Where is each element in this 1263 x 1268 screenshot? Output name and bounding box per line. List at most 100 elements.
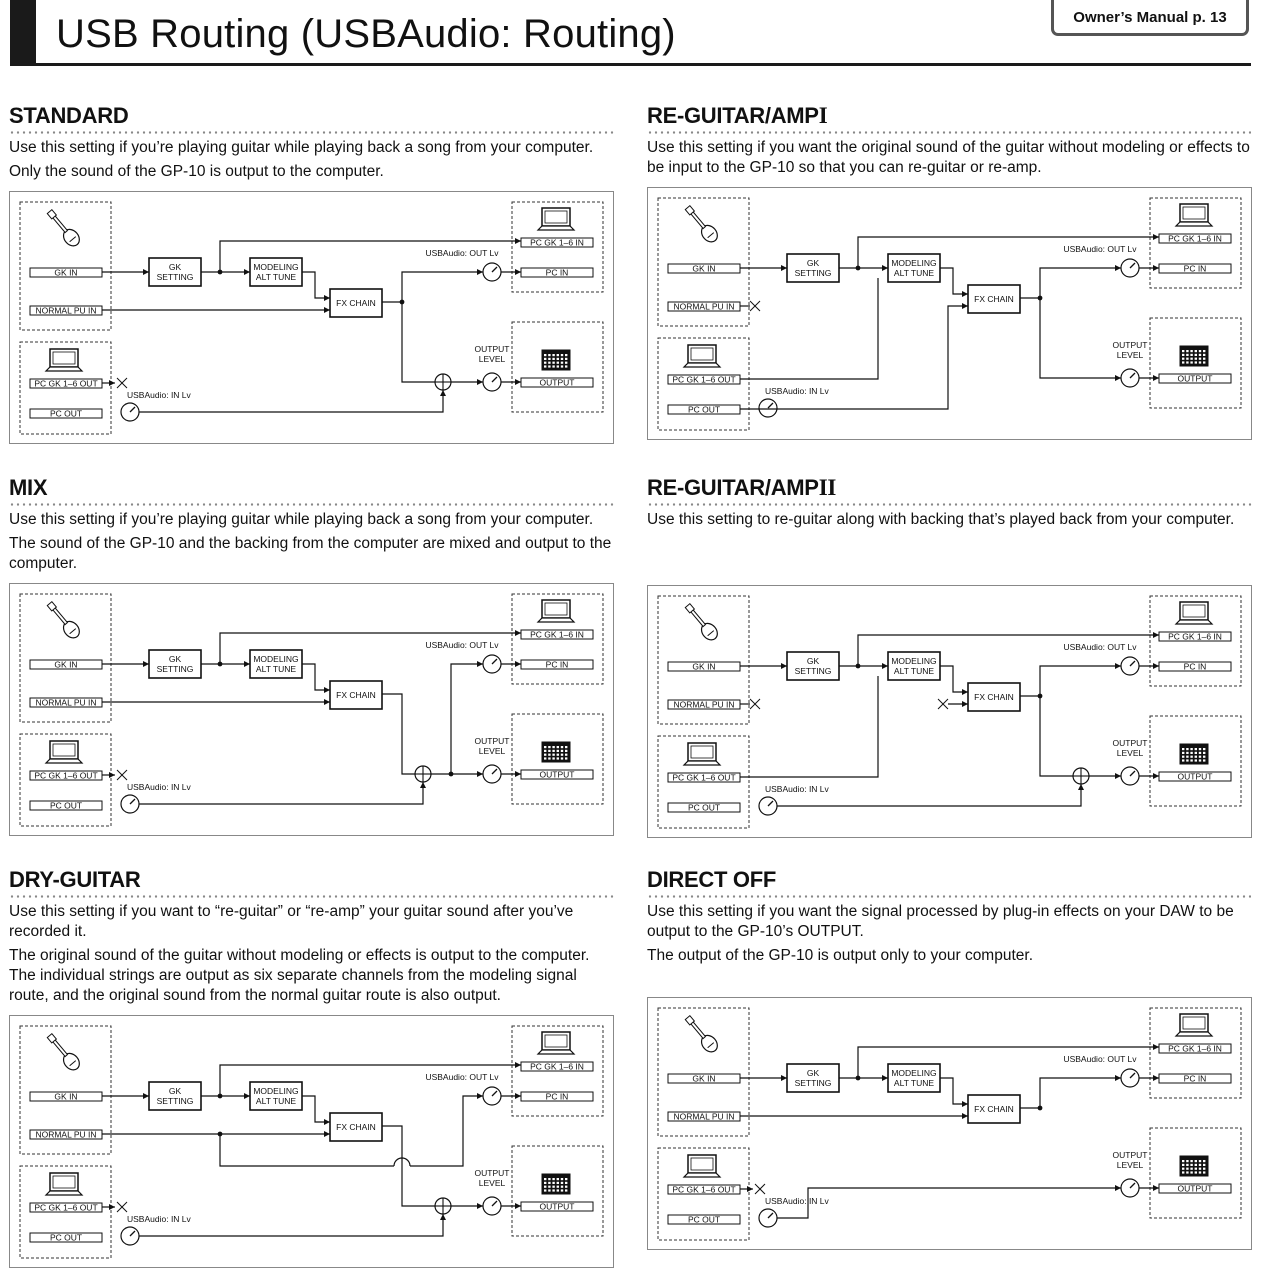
amp-output-frame bbox=[1149, 1127, 1242, 1219]
amp-output-frame bbox=[1149, 317, 1242, 409]
signal-line bbox=[382, 269, 483, 303]
dotted-rule bbox=[647, 131, 1251, 134]
laptop-icon bbox=[682, 1154, 722, 1178]
pc-in-jack-label: PC IN bbox=[546, 660, 569, 670]
computer-input-frame bbox=[657, 337, 750, 431]
signal-line bbox=[1020, 265, 1121, 299]
mixer-plus-icon bbox=[414, 765, 432, 783]
laptop-icon bbox=[1174, 601, 1214, 625]
signal-line bbox=[1020, 1075, 1121, 1109]
usb-out-lv-label: USBAudio: OUT Lv bbox=[425, 1072, 499, 1082]
signal-line bbox=[302, 271, 330, 301]
computer-output-frame bbox=[511, 201, 604, 293]
pc-in-jack-label: PC IN bbox=[546, 1092, 569, 1102]
fx-chain-block bbox=[329, 288, 383, 318]
signal-line bbox=[1020, 663, 1121, 697]
output-level-label: LEVEL bbox=[1117, 350, 1144, 360]
junction-dot bbox=[217, 1093, 223, 1099]
gk-in-jack-label: GK IN bbox=[54, 660, 77, 670]
fx-chain-block-label: FX CHAIN bbox=[336, 690, 376, 700]
guitar-icon bbox=[46, 600, 80, 639]
laptop-icon bbox=[536, 1031, 576, 1055]
output-level-label: OUTPUT bbox=[475, 736, 510, 746]
knob-icon bbox=[482, 262, 502, 282]
junction-dot bbox=[448, 771, 454, 777]
signal-line bbox=[777, 1185, 1121, 1219]
modeling-block-label: MODELING bbox=[891, 258, 936, 268]
gk-in-jack-label: GK IN bbox=[54, 268, 77, 278]
pc-out-jack bbox=[667, 1214, 741, 1225]
pc-out-jack bbox=[667, 802, 741, 813]
junction-dot bbox=[217, 1131, 223, 1137]
mute-x-icon bbox=[116, 1201, 128, 1213]
modeling-block-label: ALT TUNE bbox=[256, 272, 296, 282]
signal-line bbox=[382, 693, 415, 775]
output-level-label: LEVEL bbox=[479, 1178, 506, 1188]
gk-setting-block-label: SETTING bbox=[795, 666, 832, 676]
guitar-icon bbox=[684, 1014, 718, 1053]
normal-pu-in-jack-label: NORMAL PU IN bbox=[673, 700, 734, 710]
fx-chain-block-label: FX CHAIN bbox=[336, 298, 376, 308]
output-level-label: OUTPUT bbox=[1113, 738, 1148, 748]
modeling-block-label: MODELING bbox=[253, 1086, 298, 1096]
mixer-plus-icon bbox=[434, 373, 452, 391]
signal-line bbox=[857, 632, 1159, 666]
laptop-icon bbox=[1174, 203, 1214, 227]
fx-chain-block-label: FX CHAIN bbox=[336, 1122, 376, 1132]
dotted-rule bbox=[647, 895, 1251, 898]
normal-pu-in-jack-label: NORMAL PU IN bbox=[673, 1112, 734, 1122]
gk-setting-block-label: SETTING bbox=[157, 664, 194, 674]
signal-line bbox=[857, 234, 1159, 268]
guitar-input-frame bbox=[657, 595, 750, 725]
normal-pu-in-jack-label: NORMAL PU IN bbox=[35, 1130, 96, 1140]
junction-dot bbox=[855, 663, 861, 669]
knob-icon bbox=[482, 1196, 502, 1216]
knob-icon bbox=[1120, 766, 1140, 786]
modeling-block-label: MODELING bbox=[253, 262, 298, 272]
knob-icon bbox=[758, 796, 778, 816]
fx-chain-block bbox=[967, 284, 1021, 314]
normal-pu-in-jack-label: NORMAL PU IN bbox=[35, 306, 96, 316]
fx-chain-block-label: FX CHAIN bbox=[974, 692, 1014, 702]
usb-in-lv-label: USBAudio: IN Lv bbox=[765, 1196, 830, 1206]
signal-line bbox=[219, 238, 521, 272]
modeling-block-label: ALT TUNE bbox=[894, 666, 934, 676]
usb-out-lv-label: USBAudio: OUT Lv bbox=[1063, 244, 1137, 254]
mute-x-icon bbox=[937, 698, 949, 710]
modeling-block-label: ALT TUNE bbox=[256, 664, 296, 674]
mute-x-icon bbox=[116, 769, 128, 781]
header-accent-bar bbox=[10, 0, 36, 64]
guitar-input-frame bbox=[657, 1007, 750, 1137]
computer-output-frame bbox=[1149, 595, 1242, 687]
dotted-rule bbox=[9, 895, 615, 898]
header-rule bbox=[10, 63, 1251, 66]
pc-gk-in-jack bbox=[520, 629, 594, 640]
knob-icon bbox=[120, 1226, 140, 1246]
knob-icon bbox=[120, 794, 140, 814]
usb-in-lv-label: USBAudio: IN Lv bbox=[127, 782, 192, 792]
signal-line bbox=[1039, 696, 1073, 777]
section-title: DRY-GUITAR bbox=[9, 867, 141, 892]
fx-chain-block-label: FX CHAIN bbox=[974, 294, 1014, 304]
pc-gk-in-jack bbox=[1158, 1043, 1232, 1054]
signal-line bbox=[740, 278, 879, 380]
knob-icon bbox=[482, 372, 502, 392]
guitar-icon bbox=[46, 1032, 80, 1071]
section-text: Use this setting if you’re playing guita… bbox=[9, 511, 594, 528]
pc-out-jack-label: PC OUT bbox=[50, 1233, 82, 1243]
fx-chain-block bbox=[967, 1094, 1021, 1124]
section-title: RE-GUITAR/AMPII bbox=[647, 475, 836, 500]
amp-icon bbox=[1179, 1155, 1209, 1177]
knob-icon bbox=[1120, 1178, 1140, 1198]
computer-input-frame bbox=[657, 1147, 750, 1241]
pc-gk-in-jack-label: PC GK 1–6 IN bbox=[1168, 234, 1222, 244]
amp-icon bbox=[1179, 743, 1209, 765]
signal-line bbox=[857, 1044, 1159, 1078]
gk-setting-block-label: SETTING bbox=[795, 268, 832, 278]
computer-input-frame bbox=[19, 1165, 112, 1259]
